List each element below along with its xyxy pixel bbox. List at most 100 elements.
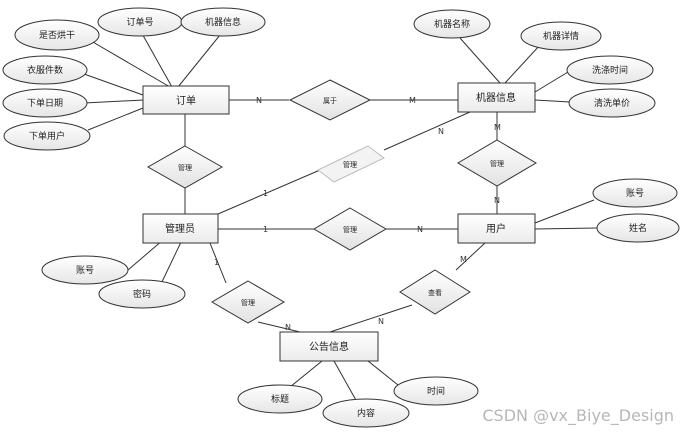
attr-notice-content-label: 内容 xyxy=(357,407,375,419)
attr-machine-price-label: 清洗单价 xyxy=(594,97,630,109)
line-machine-detail xyxy=(504,44,541,84)
attr-order-no-label: 订单号 xyxy=(126,16,153,28)
line-order-date xyxy=(83,99,144,104)
attr-user-name-label: 姓名 xyxy=(629,222,647,234)
attr-order-machine[interactable]: 机器信息 xyxy=(180,7,266,37)
relation-admin-notice-label: 管理 xyxy=(241,298,255,307)
line-order-machine xyxy=(177,34,221,88)
attr-notice-title[interactable]: 标题 xyxy=(237,384,323,414)
entity-admin[interactable]: 管理员 xyxy=(142,213,219,244)
card-user-nu: N xyxy=(417,225,423,234)
line-order-dry xyxy=(85,37,171,88)
attr-order-no[interactable]: 订单号 xyxy=(97,7,183,37)
attr-order-dry-label: 是否烘干 xyxy=(39,29,75,41)
line-notice-time xyxy=(367,360,399,386)
card-user-mn: M xyxy=(460,255,467,264)
line-order-count xyxy=(83,73,144,96)
entity-notice-label: 公告信息 xyxy=(309,340,349,353)
card-admin-1a: 1 xyxy=(263,189,268,198)
line-view-notice xyxy=(329,304,413,333)
card-machine-m: M xyxy=(409,96,416,105)
relation-user-notice[interactable]: 查看 xyxy=(399,269,471,315)
connectors xyxy=(83,29,598,403)
attr-machine-name-label: 机器名称 xyxy=(434,18,470,30)
attr-admin-password[interactable]: 密码 xyxy=(98,279,186,309)
card-machine-mu: M xyxy=(494,123,501,132)
relation-admin-machine[interactable]: 管理 xyxy=(317,145,385,183)
relation-user-machine-label: 管理 xyxy=(490,159,504,168)
entity-admin-label: 管理员 xyxy=(165,222,195,235)
attr-machine-time[interactable]: 洗涤时间 xyxy=(566,55,654,85)
attr-order-date-label: 下单日期 xyxy=(27,97,63,109)
entity-machine-label: 机器信息 xyxy=(476,91,516,104)
card-order-n: N xyxy=(256,96,262,105)
entity-notice[interactable]: 公告信息 xyxy=(279,331,379,362)
card-admin-1u: 1 xyxy=(263,225,268,234)
relationships: 属于 管理 管理 管理 管理 管理 查看 xyxy=(146,79,537,324)
attr-order-dry[interactable]: 是否烘干 xyxy=(14,19,100,51)
relation-order-machine[interactable]: 属于 xyxy=(288,79,372,121)
relation-user-machine[interactable]: 管理 xyxy=(457,139,537,187)
entity-order[interactable]: 订单 xyxy=(142,85,230,115)
attr-machine-name[interactable]: 机器名称 xyxy=(413,9,491,39)
relation-user-notice-label: 查看 xyxy=(428,288,442,297)
card-admin-1n: 1 xyxy=(214,258,219,267)
attr-user-account[interactable]: 账号 xyxy=(592,178,678,208)
attr-notice-title-label: 标题 xyxy=(271,393,289,405)
attr-user-account-label: 账号 xyxy=(626,188,644,199)
card-notice-nu: N xyxy=(378,317,384,326)
line-order-user xyxy=(87,107,144,131)
attr-admin-account[interactable]: 账号 xyxy=(41,255,129,285)
relation-order-machine-label: 属于 xyxy=(323,97,337,105)
cardinalities: N M 1 N M N 1 N 1 N N M xyxy=(214,96,501,332)
line-user-name xyxy=(534,227,598,230)
entity-user-label: 用户 xyxy=(486,222,506,235)
line-machine-price xyxy=(534,99,571,103)
relation-admin-order-label: 管理 xyxy=(178,163,192,172)
line-admin-manage-notice xyxy=(209,242,227,284)
attr-machine-detail[interactable]: 机器详情 xyxy=(520,21,602,51)
line-notice-title xyxy=(289,360,323,388)
line-user-account xyxy=(534,199,595,224)
line-manage-machine xyxy=(383,111,471,151)
attr-user-name[interactable]: 姓名 xyxy=(596,213,680,243)
card-machine-na: N xyxy=(438,127,444,136)
entity-user[interactable]: 用户 xyxy=(457,213,536,244)
relation-admin-machine-label: 管理 xyxy=(343,160,357,169)
attr-notice-time-label: 时间 xyxy=(427,385,445,397)
line-manage-notice xyxy=(257,321,301,333)
card-notice-na: N xyxy=(285,323,291,332)
line-order-no xyxy=(139,29,173,88)
relation-admin-user[interactable]: 管理 xyxy=(313,207,387,251)
attr-order-count-label: 衣服件数 xyxy=(27,64,63,76)
relation-admin-notice[interactable]: 管理 xyxy=(211,280,285,324)
attr-order-user[interactable]: 下单用户 xyxy=(3,121,91,151)
attr-machine-time-label: 洗涤时间 xyxy=(592,64,628,76)
attr-admin-password-label: 密码 xyxy=(133,288,151,300)
card-user-nm: N xyxy=(494,196,500,205)
attr-admin-account-label: 账号 xyxy=(76,265,94,276)
entity-order-label: 订单 xyxy=(176,95,196,107)
attr-machine-detail-label: 机器详情 xyxy=(543,30,579,42)
attr-order-user-label: 下单用户 xyxy=(29,130,65,142)
attr-notice-time[interactable]: 时间 xyxy=(393,376,479,406)
line-machine-name xyxy=(459,37,501,84)
attr-order-machine-label: 机器信息 xyxy=(205,16,241,28)
line-admin-manage-machine xyxy=(217,169,321,215)
attr-order-date[interactable]: 下单日期 xyxy=(2,88,88,118)
entity-machine[interactable]: 机器信息 xyxy=(457,82,536,113)
line-admin-account xyxy=(127,239,164,271)
relation-admin-order[interactable]: 管理 xyxy=(146,145,224,189)
attr-order-count[interactable]: 衣服件数 xyxy=(2,55,88,85)
line-machine-time xyxy=(534,71,569,93)
entities: 订单 机器信息 管理员 用户 公告信息 xyxy=(142,82,536,362)
watermark: CSDN @vx_Biye_Design xyxy=(482,406,674,425)
attributes: 是否烘干 订单号 机器信息 衣服件数 下单日期 下单用户 机器名称 机器详情 xyxy=(2,7,680,428)
line-admin-password xyxy=(159,239,183,287)
line-notice-content xyxy=(333,360,358,403)
attr-notice-content[interactable]: 内容 xyxy=(322,398,410,428)
attr-machine-price[interactable]: 清洗单价 xyxy=(568,88,656,118)
line-user-view xyxy=(455,242,486,271)
relation-admin-user-label: 管理 xyxy=(343,225,357,234)
